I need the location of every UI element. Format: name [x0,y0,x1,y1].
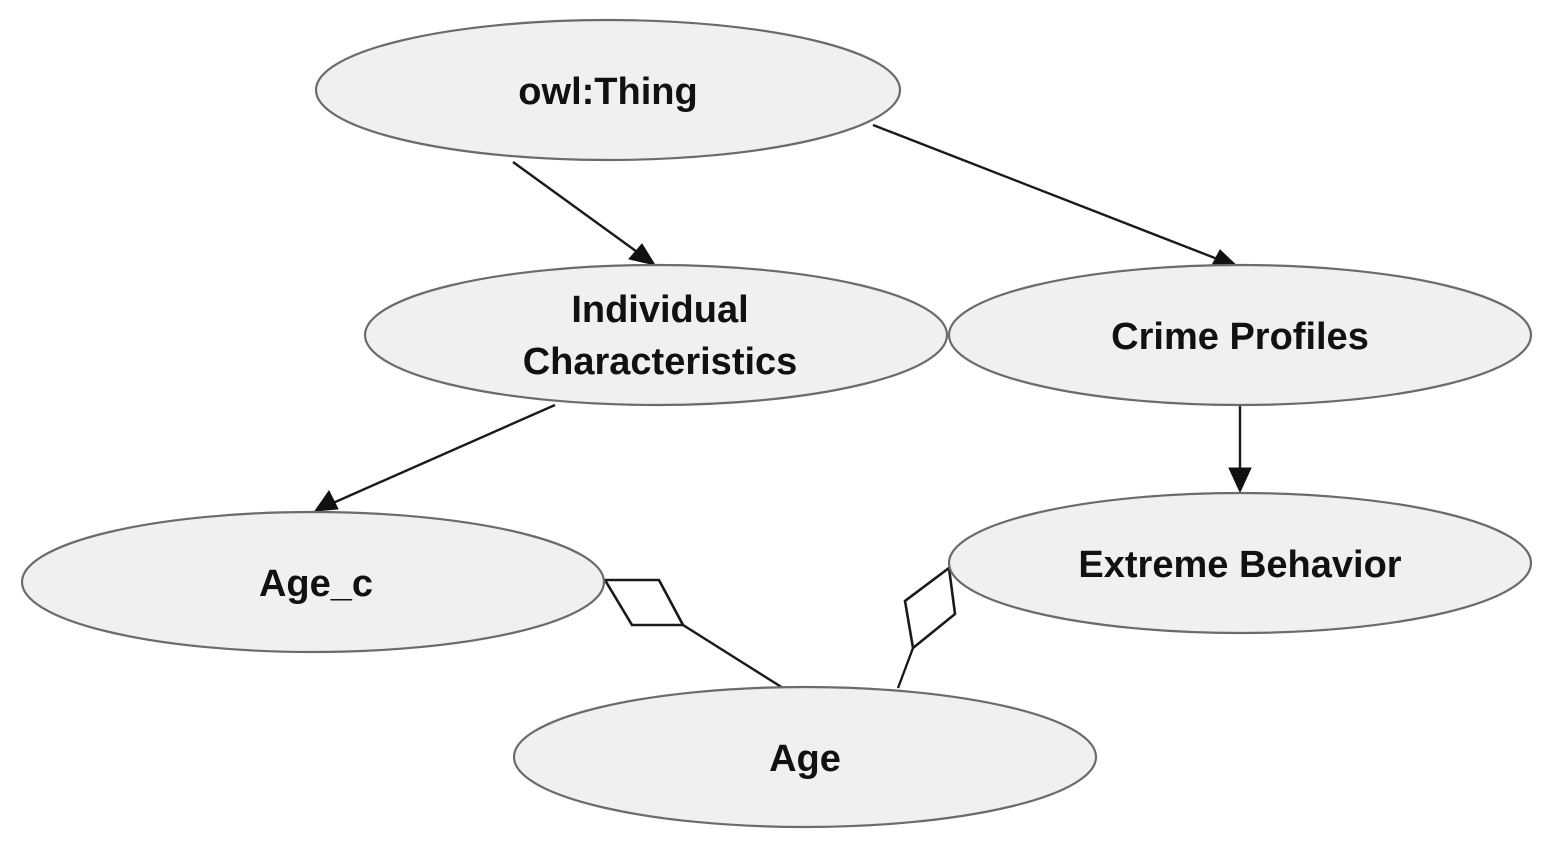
node-age[interactable]: Age [512,685,1098,829]
node-individual-characteristics[interactable]: Individual Characteristics [363,263,949,407]
edge-thing-to-individual [512,161,657,266]
node-label: owl:Thing [518,71,697,113]
node-label-line-1: Individual [571,289,748,331]
node-age-c[interactable]: Age_c [20,510,606,654]
aggregation-age-to-age-c [602,578,784,690]
node-label: Age [769,738,841,780]
edge-thing-to-crime-profiles [872,123,1240,268]
node-label: Extreme Behavior [1078,544,1401,586]
node-label: Crime Profiles [1111,316,1369,358]
node-crime-profiles[interactable]: Crime Profiles [947,263,1533,407]
node-label: Age_c [259,563,373,605]
edge-individual-to-age-c [313,403,556,512]
node-extreme-behavior[interactable]: Extreme Behavior [947,491,1533,635]
edge-crime-to-extreme [1228,405,1252,494]
node-owl-thing[interactable]: owl:Thing [314,18,902,162]
node-label-line-2: Characteristics [523,341,798,383]
aggregation-diamond-icon [903,565,957,651]
aggregation-diamond-icon [602,578,686,627]
aggregation-age-to-extreme [896,565,957,689]
